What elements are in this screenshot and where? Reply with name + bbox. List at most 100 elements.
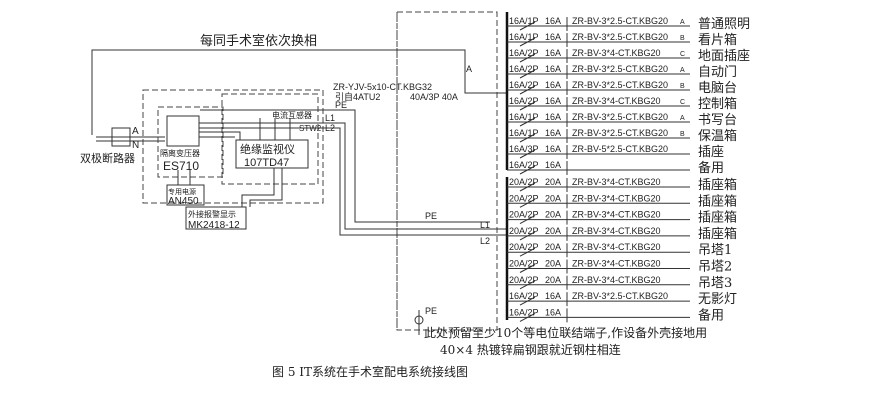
trip-rating: 16A bbox=[545, 96, 561, 106]
cable-spec: ZR-BV-3*2.5-CT.KBG20 bbox=[572, 64, 668, 74]
monitor-enclosure bbox=[142, 89, 324, 204]
label-l2-out: L2 bbox=[480, 236, 490, 246]
cable-spec: ZR-BV-3*2.5-CT.KBG20 bbox=[572, 80, 668, 90]
trip-rating: 20A bbox=[545, 193, 561, 203]
breaker-switch-icon[interactable] bbox=[519, 182, 536, 192]
breaker-switch-icon[interactable] bbox=[519, 165, 536, 175]
note-line-2: 40×4 热镀锌扁钢跟就近钢柱相连 bbox=[440, 342, 621, 357]
cable-spec: ZR-BV-3*4-CT.KBG20 bbox=[572, 242, 661, 252]
load-name: 插座箱 bbox=[698, 226, 737, 242]
breaker-rating: 20A/2P bbox=[509, 210, 539, 220]
label-a: A bbox=[132, 126, 139, 137]
breaker-rating: 20A/2P bbox=[509, 177, 539, 187]
label-l2: L2 bbox=[325, 123, 335, 133]
breaker-switch-icon[interactable] bbox=[519, 53, 536, 63]
trip-rating: 20A bbox=[545, 242, 561, 252]
monitor-label: 绝缘监视仪 bbox=[240, 142, 295, 156]
alarm-model: MK2418-12 bbox=[188, 220, 240, 231]
load-name: 保温箱 bbox=[698, 128, 737, 144]
trip-rating: 16A bbox=[545, 128, 561, 138]
trip-rating: 20A bbox=[545, 226, 561, 236]
breaker-rating: 16A/1P bbox=[509, 112, 539, 122]
phase-a-supply-line bbox=[91, 49, 507, 135]
feeder-phase: A bbox=[466, 64, 472, 74]
cable-spec: ZR-BV-3*4-CT.KBG20 bbox=[572, 259, 661, 269]
label-pe-out: PE bbox=[425, 211, 437, 221]
load-name: 备用 bbox=[698, 160, 724, 176]
monitor-sub-enclosure bbox=[221, 93, 319, 185]
dedicated-power-supply[interactable] bbox=[166, 184, 205, 206]
breaker-switch-icon[interactable] bbox=[519, 21, 536, 31]
phase-rotation-title: 每同手术室依次换相 bbox=[200, 33, 317, 49]
breaker-switch-icon[interactable] bbox=[519, 37, 536, 47]
breaker-switch-icon[interactable] bbox=[519, 85, 536, 95]
load-name: 普通照明 bbox=[698, 17, 750, 32]
breaker-switch-icon[interactable] bbox=[519, 312, 536, 322]
phase-label: B bbox=[680, 35, 685, 42]
breaker-rating: 16A/3P bbox=[509, 144, 539, 154]
breaker-switch-icon[interactable] bbox=[519, 133, 536, 143]
breaker-rating: 20A/2P bbox=[509, 226, 539, 236]
label-n: N bbox=[132, 140, 139, 151]
cable-spec: ZR-BV-3*2.5-CT.KBG20 bbox=[572, 128, 668, 138]
breaker-rating: 20A/2P bbox=[509, 242, 539, 252]
breaker-switch-icon[interactable] bbox=[519, 247, 536, 257]
breaker-switch-icon[interactable] bbox=[519, 149, 536, 159]
breaker-rating: 16A/1P bbox=[509, 32, 539, 42]
label-pe: PE bbox=[335, 100, 347, 110]
cable-spec: ZR-BV-3*2.5-CT.KBG20 bbox=[572, 112, 668, 122]
circuit-row[interactable]: 20A/2P 20A ZR-BV-3*4-CT.KBG20 插座箱 bbox=[507, 226, 737, 242]
load-name: 书写台 bbox=[698, 113, 737, 128]
cable-spec: ZR-BV-3*4-CT.KBG20 bbox=[572, 226, 661, 236]
breaker-switch-icon[interactable] bbox=[519, 69, 536, 79]
feeder-cable: ZR-YJV-5x10-CT.KBG32 bbox=[333, 82, 432, 92]
insulation-monitor[interactable] bbox=[235, 139, 309, 169]
breaker-switch-icon[interactable] bbox=[519, 296, 536, 306]
feeder-breaker: 40A/3P 40A bbox=[410, 92, 458, 102]
cable-spec: ZR-BV-3*4-CT.KBG20 bbox=[572, 275, 661, 285]
external-alarm-display[interactable] bbox=[185, 206, 247, 230]
trip-rating: 16A bbox=[545, 48, 561, 58]
alarm-label: 外接报警显示 bbox=[188, 209, 236, 219]
monitor-model: 107TD47 bbox=[244, 157, 289, 169]
isolation-transformer[interactable] bbox=[166, 115, 200, 147]
cable-spec: ZR-BV-5*2.5-CT.KBG20 bbox=[572, 144, 668, 154]
load-name: 地面插座 bbox=[698, 49, 750, 64]
breaker-rating: 16A/1P bbox=[509, 16, 539, 26]
load-name: 看片箱 bbox=[698, 32, 737, 48]
breaker-switch-icon[interactable] bbox=[519, 198, 536, 208]
trip-rating: 16A bbox=[545, 112, 561, 122]
breaker-switch-icon[interactable] bbox=[519, 231, 536, 241]
phase-label: A bbox=[680, 67, 685, 74]
breaker-switch-icon[interactable] bbox=[519, 264, 536, 273]
breaker-switch-icon[interactable] bbox=[519, 117, 536, 127]
breaker-switch-icon[interactable] bbox=[519, 215, 536, 225]
load-name: 自动门 bbox=[698, 65, 737, 80]
phase-label: B bbox=[680, 131, 685, 138]
breaker-label: 双极断路器 bbox=[80, 151, 135, 165]
trip-rating: 20A bbox=[545, 259, 561, 269]
breaker-switch-icon[interactable] bbox=[519, 101, 536, 111]
breaker-rating: 16A/2P bbox=[509, 64, 539, 74]
ct-label: 电流互感器 bbox=[272, 110, 312, 120]
breaker-switch-icon[interactable] bbox=[519, 280, 536, 290]
